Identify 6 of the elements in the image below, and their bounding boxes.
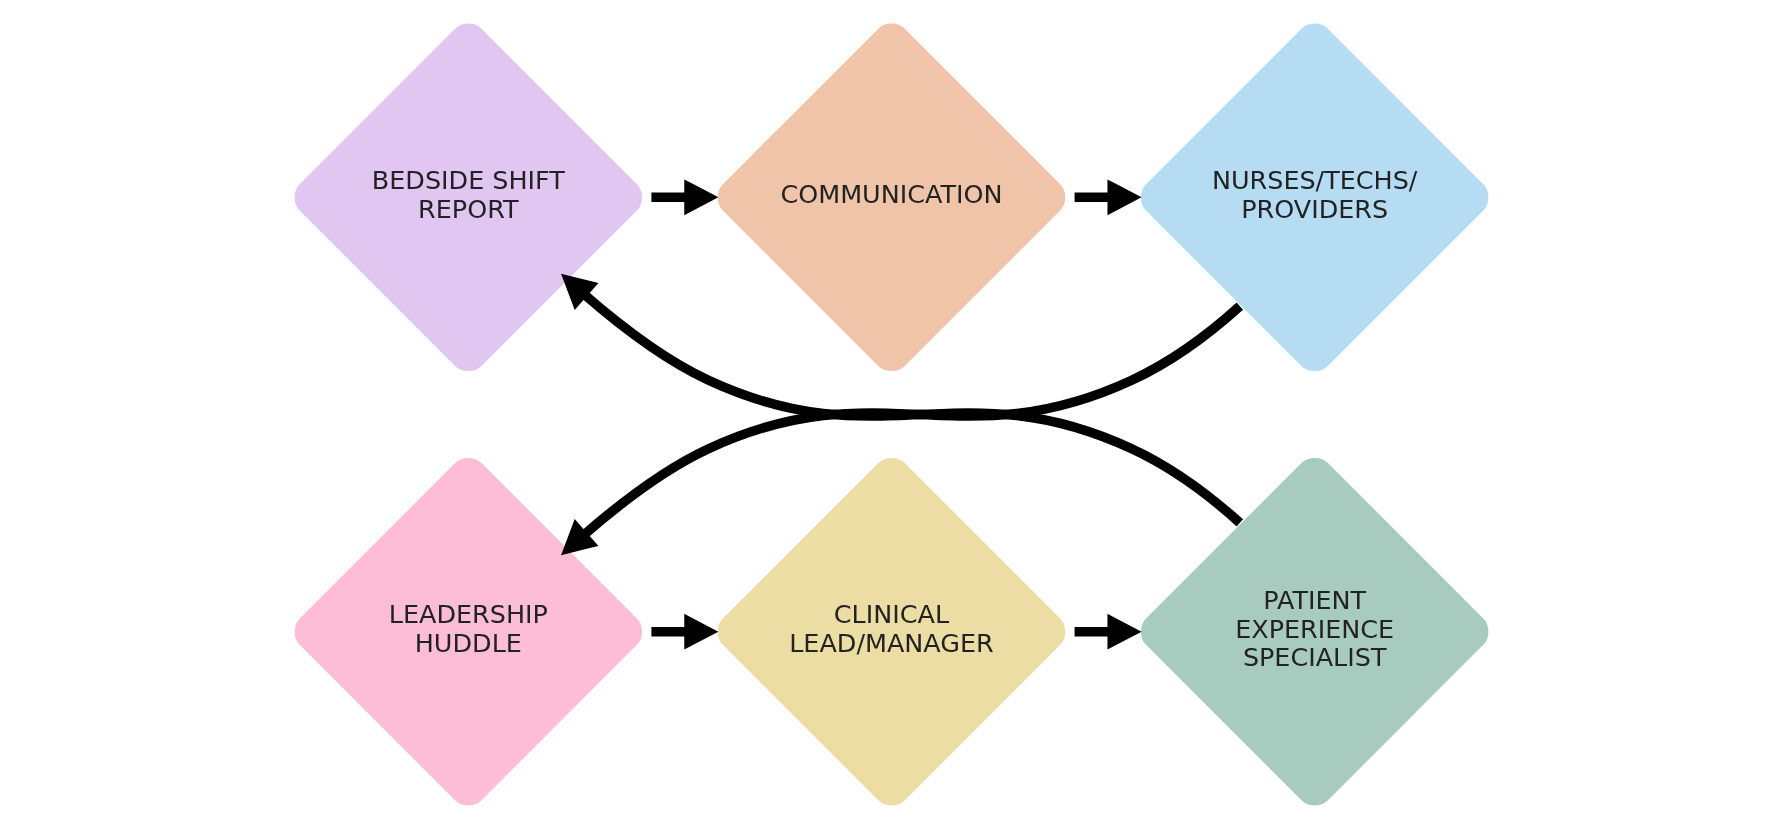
arrow xyxy=(1074,613,1142,650)
arrow xyxy=(651,179,719,216)
arrow xyxy=(1074,179,1142,216)
arrow xyxy=(561,302,1244,556)
arrow xyxy=(561,273,1244,527)
arrow xyxy=(651,613,719,650)
